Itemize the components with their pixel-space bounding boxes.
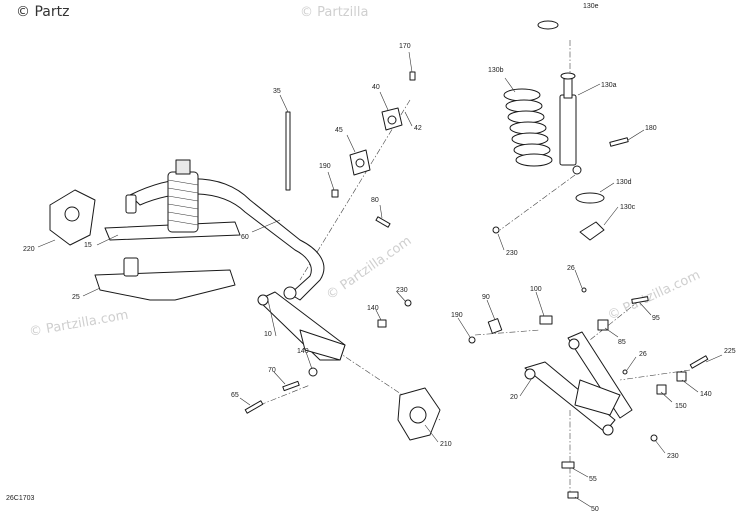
callout-leaders [37,51,723,508]
watermark-top-left: © Partz [16,4,69,20]
callout-130c: 130c [620,204,636,211]
bracket-40 [381,107,403,131]
rod-35 [279,94,291,191]
coil-spring-assembled [167,159,199,233]
callout-230-top: 230 [506,250,518,257]
part-190-upper [331,189,339,198]
callout-130a: 130a [601,82,617,89]
callout-10: 10 [264,331,272,338]
callout-140-mid: 140 [297,348,309,355]
callout-130d: 130d [616,179,632,186]
part-130d [575,192,605,204]
callout-80: 80 [371,197,379,204]
callout-labels: 130e 170 130b 130a 35 40 42 45 180 190 1… [23,3,736,513]
figure-code: 26C1703 [6,495,35,502]
callout-130b: 130b [488,67,504,74]
callout-230-bottom: 230 [667,453,679,460]
callout-15: 15 [84,242,92,249]
callout-220: 220 [23,246,35,253]
callout-55: 55 [589,476,597,483]
callout-230-mid: 230 [396,287,408,294]
shock-130a [559,72,582,175]
callout-190-upper: 190 [319,163,331,170]
hardware [244,71,709,499]
callout-70: 70 [268,367,276,374]
callout-140-right: 140 [700,391,712,398]
callout-40: 40 [372,84,380,91]
callout-35: 35 [273,88,281,95]
callout-25: 25 [72,294,80,301]
callout-20: 20 [510,394,518,401]
bushing-45 [349,149,371,176]
suspension-assembly-overview [49,159,325,301]
callout-26-right: 26 [639,351,647,358]
part-170-shape [409,71,416,81]
watermark-left: © Partzilla.com [28,308,129,340]
callout-190-lower: 190 [451,312,463,319]
callout-42: 42 [414,125,422,132]
callout-210: 210 [440,441,452,448]
callout-60: 60 [241,234,249,241]
callout-180: 180 [645,125,657,132]
callout-100: 100 [530,286,542,293]
callout-65: 65 [231,392,239,399]
callout-95: 95 [652,315,660,322]
callout-50: 50 [591,506,599,513]
part-130e [537,20,559,30]
watermark-top-right: © Partzilla [300,5,368,20]
callout-45: 45 [335,127,343,134]
part-130c [579,221,605,241]
callout-130e: 130e [583,3,599,10]
control-arm-10 [257,286,346,361]
callout-140-left: 140 [367,305,379,312]
callout-26-top: 26 [567,265,575,272]
callout-170: 170 [399,43,411,50]
assembly-lines [259,40,691,495]
callout-90: 90 [482,294,490,301]
trailing-arm-20 [524,331,633,436]
spring-130b [503,88,553,167]
callout-85: 85 [618,339,626,346]
callout-150: 150 [675,403,687,410]
callout-225: 225 [724,348,736,355]
knuckle-210 [397,387,441,441]
